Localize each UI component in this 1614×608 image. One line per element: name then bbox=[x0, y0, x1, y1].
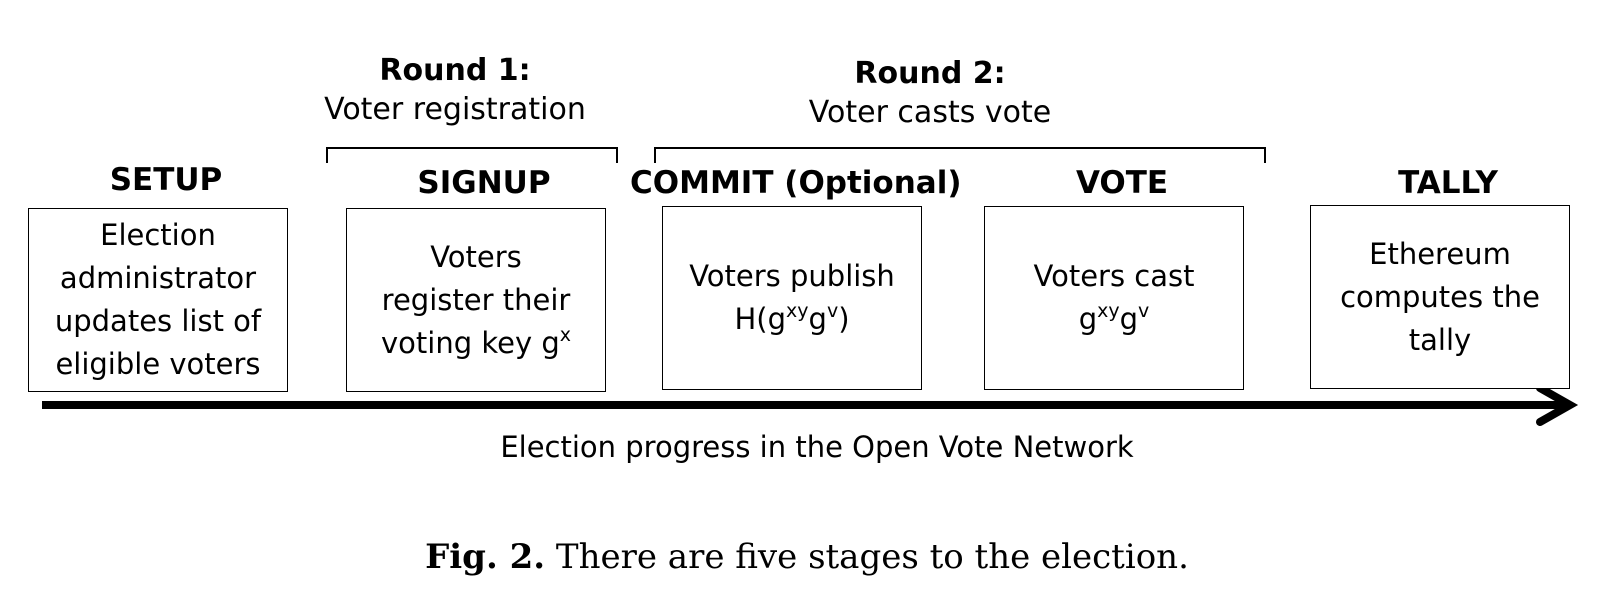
round-1-label: Round 1: bbox=[379, 53, 531, 88]
stage-text-setup: Election administrator updates list of e… bbox=[54, 218, 262, 381]
figure-caption-text: There are five stages to the election. bbox=[555, 537, 1189, 577]
stage-text-commit: Voters publish H(gxygv) bbox=[689, 259, 895, 336]
stage-box-setup: Election administrator updates list of e… bbox=[28, 208, 288, 392]
round-2-bracket bbox=[654, 147, 1266, 163]
stage-title-tally: TALLY bbox=[1398, 165, 1498, 201]
round-1-bracket bbox=[326, 147, 618, 163]
round-2-header: Round 2: Voter casts vote bbox=[760, 55, 1100, 133]
stage-title-commit: COMMIT (Optional) bbox=[630, 165, 962, 201]
stage-title-vote: VOTE bbox=[1075, 165, 1169, 201]
stage-text-signup: Voters register their voting key gx bbox=[381, 239, 571, 360]
stage-text-vote: Voters cast gxygv bbox=[1033, 259, 1195, 336]
timeline-label: Election progress in the Open Vote Netwo… bbox=[500, 430, 1134, 464]
figure-caption-label: Fig. 2. bbox=[425, 537, 546, 577]
stage-box-tally: Ethereum computes the tally bbox=[1310, 205, 1570, 389]
round-2-label: Round 2: bbox=[854, 56, 1006, 91]
stage-box-vote: Voters cast gxygv bbox=[984, 206, 1244, 390]
figure-caption: Fig. 2. There are five stages to the ele… bbox=[307, 537, 1307, 577]
round-1-description: Voter registration bbox=[324, 92, 586, 127]
stage-title-signup: SIGNUP bbox=[417, 165, 551, 201]
timeline-arrowhead bbox=[1536, 384, 1579, 426]
stage-box-commit: Voters publish H(gxygv) bbox=[662, 206, 922, 390]
round-1-header: Round 1: Voter registration bbox=[300, 52, 610, 130]
round-2-description: Voter casts vote bbox=[808, 95, 1052, 130]
stage-box-signup: Voters register their voting key gx bbox=[346, 208, 606, 392]
stage-text-tally: Ethereum computes the tally bbox=[1340, 236, 1540, 357]
stage-title-setup: SETUP bbox=[109, 162, 223, 198]
